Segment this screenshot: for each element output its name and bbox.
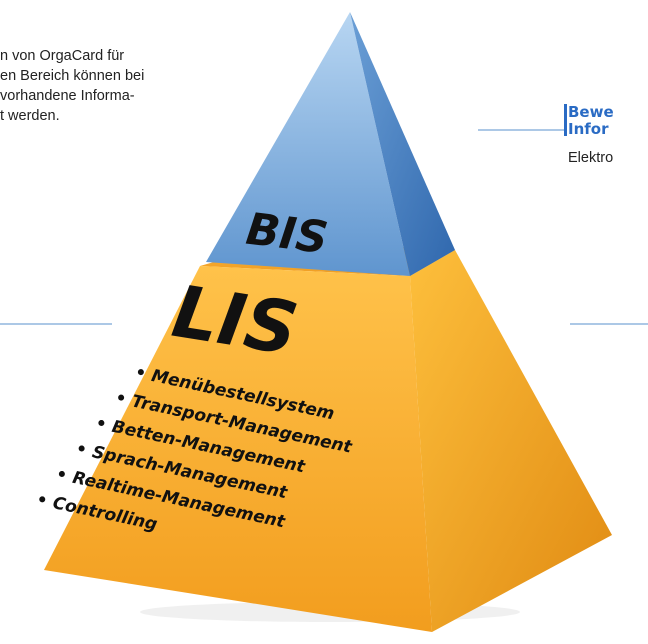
lis-side-face (410, 250, 612, 632)
bis-label: BIS (243, 204, 330, 265)
lis-front-face (44, 266, 432, 632)
side-heading: Bewe Infor (568, 104, 614, 138)
intro-line: n von OrgaCard für (0, 48, 125, 64)
side-heading-line: Infor (568, 120, 609, 138)
bis-front-face (206, 12, 410, 276)
bis-side-face (350, 12, 455, 276)
lis-label: LIS (167, 269, 303, 371)
intro-text: n von OrgaCard für en Bereich können bei… (0, 46, 210, 126)
intro-line: t werden. (0, 108, 60, 124)
intro-line: en Bereich können bei (0, 68, 145, 84)
side-text: Elektro (568, 150, 614, 166)
side-heading-line: Bewe (568, 103, 614, 121)
intro-line: vorhandene Informa- (0, 88, 135, 104)
heading-accent-bar (564, 104, 567, 136)
